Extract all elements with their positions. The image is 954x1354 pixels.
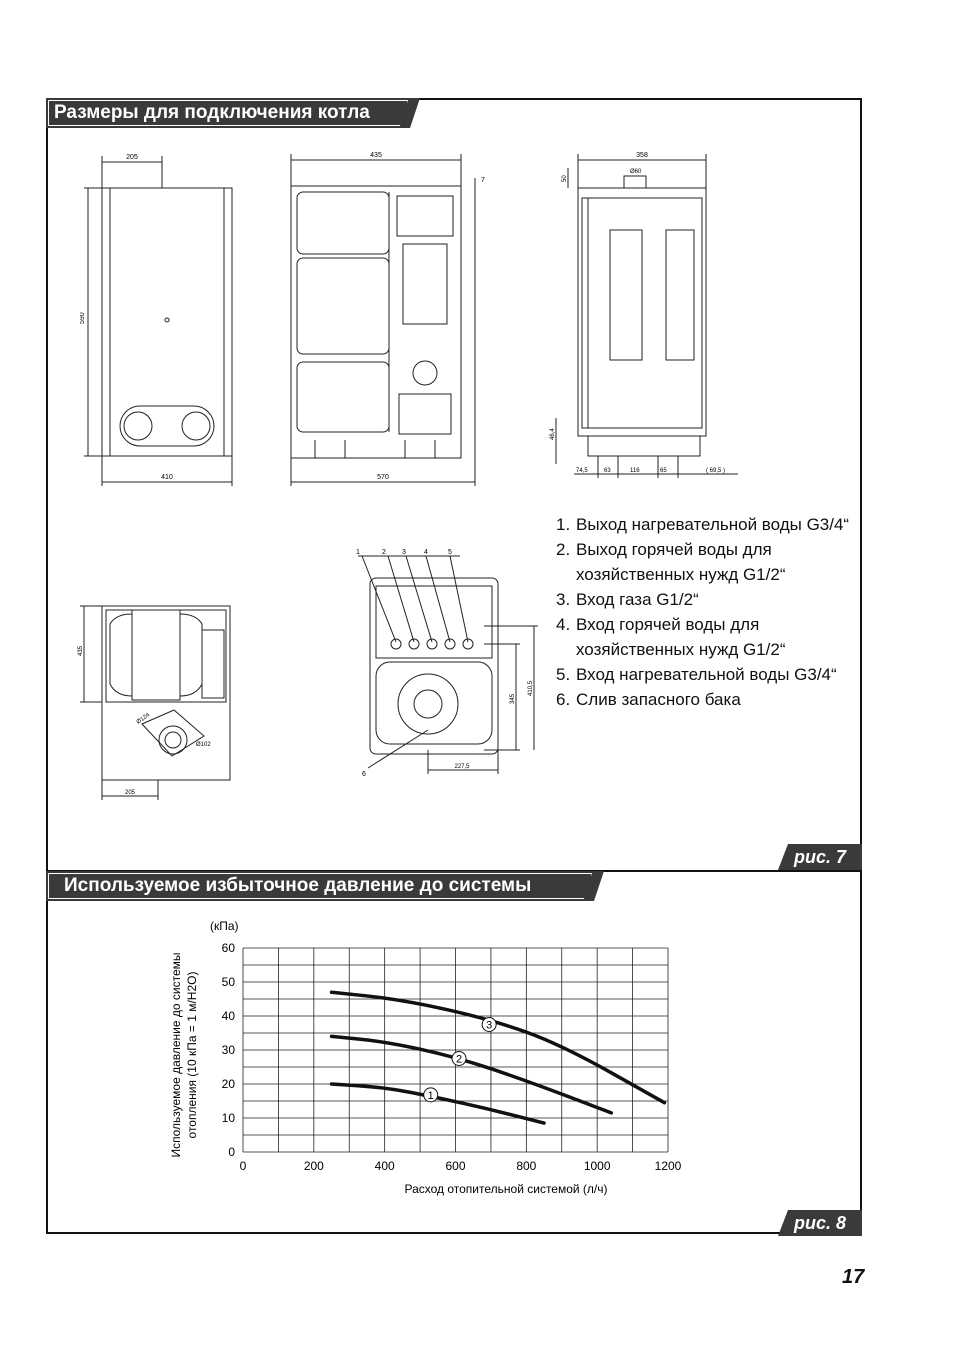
dim-label: 116 [630,468,640,474]
series-marker-1 [423,1087,439,1103]
callout-label: 1 [356,549,360,556]
y-tick-label: 0 [228,1145,235,1159]
dim-label: 435 [370,152,382,159]
dim-label: 227,5 [454,764,470,770]
dim-label: ( 69,5 ) [706,468,725,474]
dim-label: 410,5 [528,680,534,696]
series-marker-2 [451,1051,467,1066]
dim-label: 74,5 [576,468,588,474]
callout-label: 2 [382,549,386,556]
dim-label: 358 [636,152,648,159]
legend-item: 5.Вход нагревательной воды G3/4“ [556,665,837,684]
dim-label: 590 [80,312,86,324]
x-tick-labels: 0 200 400 600 800 1000 1200 [240,1159,682,1173]
legend-item: 6.Слив запасного бака [556,690,741,709]
dim-label: 435 [78,645,84,656]
series-line-3 [329,990,667,1105]
x-tick-label: 0 [240,1159,247,1173]
legend-item: 1.Выход нагревательной воды G3/4“ [556,515,850,534]
rear-view-drawing: 358 Ø60 50 46,4 74,5 63 116 65 ( 69,5 ) [550,152,738,478]
dim-label: Ø60 [630,169,642,175]
dim-label: 345 [510,693,516,704]
dim-label: 65 [660,468,667,474]
x-axis-label: Расход отопительной системой (л/ч) [404,1182,607,1196]
series-marker-3 [481,1017,497,1032]
x-tick-label: 400 [375,1159,395,1173]
page-frame [46,98,862,1234]
chart-series: 1 2 3 [329,990,667,1125]
y-tick-labels: 0 10 20 30 40 50 60 [222,941,236,1159]
dim-label: 63 [604,468,611,474]
dim-label: 50 [562,175,568,182]
dim-label: 410 [161,474,173,481]
series-label-1: 1 [428,1090,434,1102]
dim-label: Ø102 [196,742,211,748]
section-header-dimensions: Размеры для подключения котла [46,98,420,128]
bottom-view-drawing: 435 205 Ø124 Ø102 [78,605,231,800]
unit-label: (кПа) [210,919,239,933]
section-title: Используемое избыточное давление до сист… [64,875,532,896]
dim-label: 7 [481,177,485,184]
figure-label-7: рис. 7 [778,844,862,870]
section-header-pressure: Используемое избыточное давление до сист… [46,871,604,901]
legend-item: 3.Вход газа G1/2“ [556,590,699,609]
connections-view-drawing: 1 2 3 4 5 6 345 410,5 227,5 [356,549,538,778]
callout-label: 6 [362,771,366,778]
series-line-2 [329,1034,614,1115]
x-tick-label: 1200 [655,1159,682,1173]
legend-item: 2.Выход горячей воды для хозяйственных н… [556,540,786,584]
x-tick-label: 1000 [584,1159,611,1173]
y-tick-label: 50 [222,975,236,989]
x-tick-label: 800 [516,1159,536,1173]
y-axis-label: отопления (10 кПа = 1 м/H2O) [185,972,199,1139]
callout-label: 5 [448,549,452,556]
callout-label: 3 [402,549,406,556]
front-view-drawing: 205 590 410 [80,154,233,486]
y-tick-label: 30 [222,1043,236,1057]
y-axis-label: Используемое давление до системы [169,952,183,1157]
dim-label: 570 [377,474,389,481]
series-label-3: 3 [486,1020,492,1032]
series-line-1 [329,1082,546,1125]
connections-legend: 1.Выход нагревательной воды G3/4“ 2.Выхо… [556,512,856,712]
y-tick-label: 60 [222,941,236,955]
legend-item: 4.Вход горячей воды для хозяйственных ну… [556,615,786,659]
x-tick-label: 600 [445,1159,465,1173]
series-label-2: 2 [456,1054,462,1066]
callout-label: 4 [424,549,428,556]
dim-label: 205 [126,154,138,161]
page-number: 17 [842,1266,865,1288]
dim-label: 205 [125,790,136,796]
x-tick-label: 200 [304,1159,324,1173]
side-view-drawing: 435 570 7 [290,152,485,486]
y-tick-label: 40 [222,1009,236,1023]
section-title: Размеры для подключения котла [54,102,370,123]
y-tick-label: 10 [222,1111,236,1125]
dim-label: 46,4 [550,428,556,440]
figure-label-8: рис. 8 [778,1210,862,1236]
y-tick-label: 20 [222,1077,236,1091]
chart-grid [242,947,669,1153]
